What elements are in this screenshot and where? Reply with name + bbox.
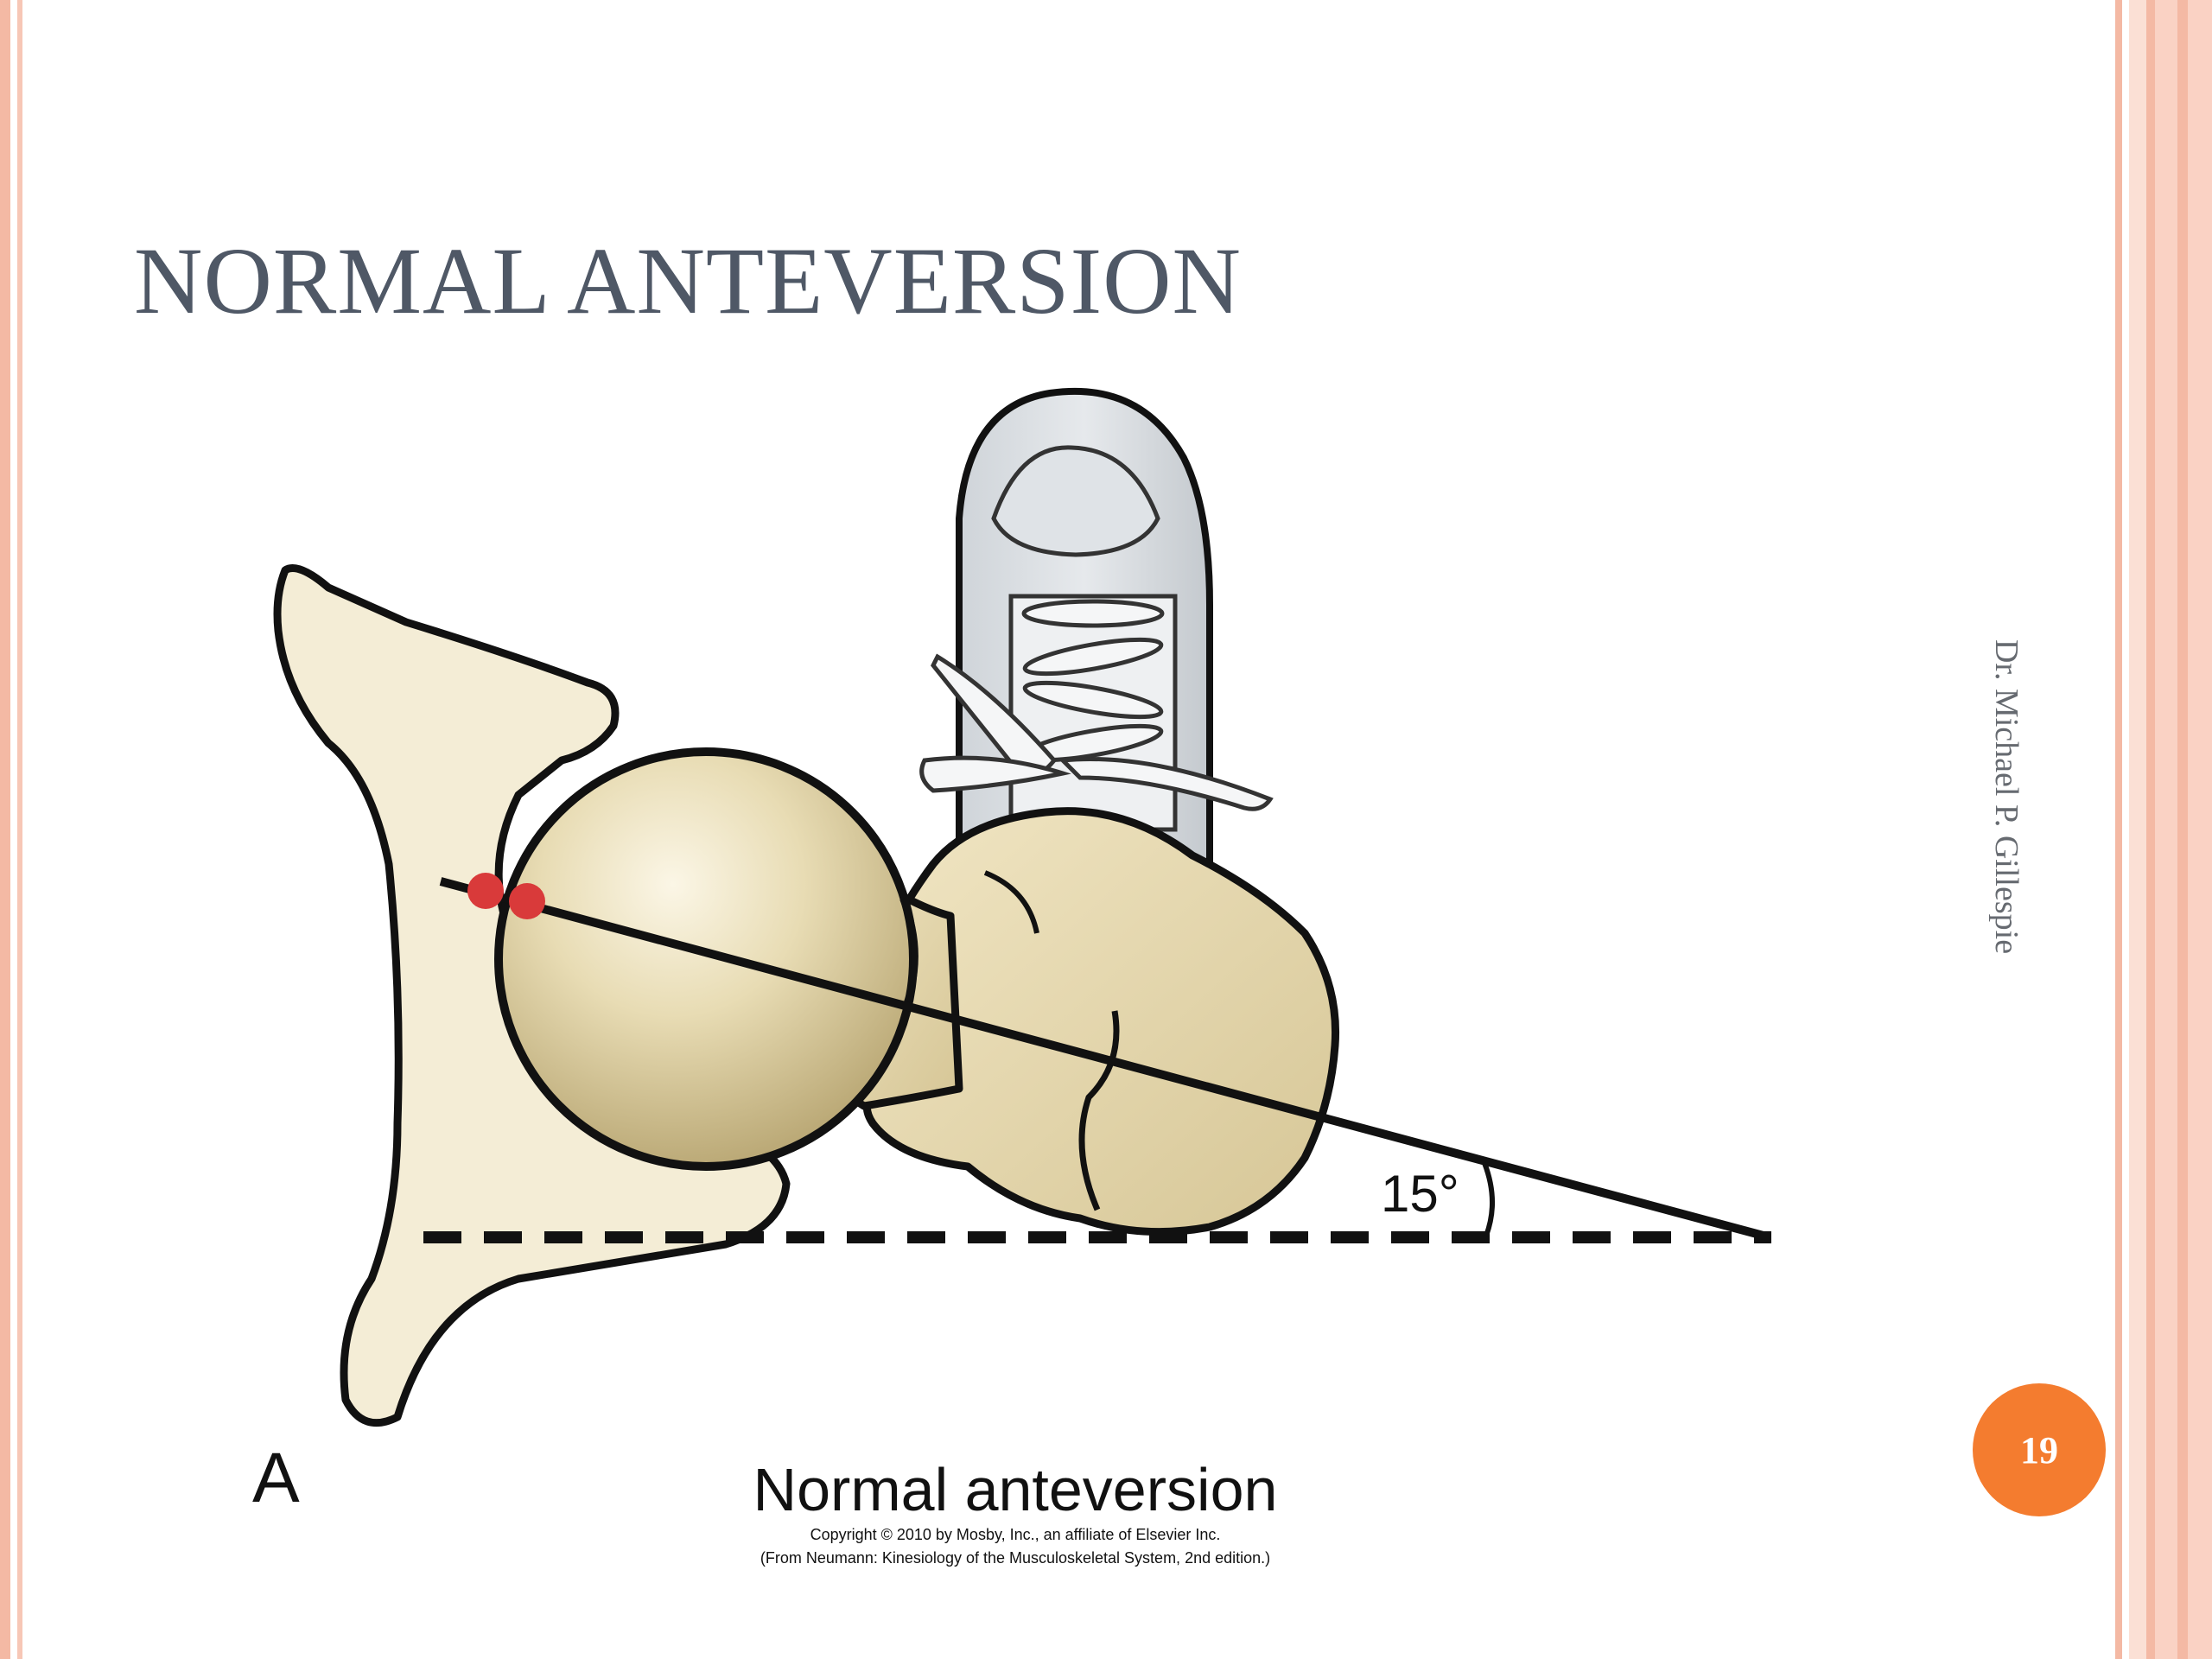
femur-groove (1078, 1010, 1120, 1211)
copyright-line-1: Copyright © 2010 by Mosby, Inc., an affi… (810, 1526, 1221, 1543)
shoe-toe-cap (991, 445, 1160, 557)
panel-label: A (252, 1439, 300, 1517)
right-border-stripe (2177, 0, 2188, 1659)
shoe-laces (919, 599, 1274, 811)
slide-title: NORMAL ANTEVERSION (134, 228, 1242, 334)
marker-dot (467, 873, 504, 909)
right-border-stripe (2146, 0, 2155, 1659)
head-shadow (899, 897, 918, 1004)
left-border-inner (17, 0, 22, 1659)
copyright-line-2: (From Neumann: Kinesiology of the Muscul… (760, 1549, 1270, 1567)
neck-axis-line (439, 877, 1771, 1242)
page-number: 19 (2020, 1428, 2058, 1471)
author-credit: Dr. Michael P. Gillespie (1988, 639, 2024, 955)
page-number-badge: 19 (1973, 1383, 2106, 1516)
left-border (0, 0, 10, 1659)
right-border-stripe (2115, 0, 2122, 1659)
angle-arc (1482, 1161, 1495, 1237)
right-border-stripe (2129, 0, 2146, 1659)
femur-groove (983, 870, 1039, 934)
figure-caption: Normal anteversion (753, 1456, 1278, 1523)
femoral-head (494, 747, 918, 1171)
marker-dot (509, 883, 545, 919)
angle-label: 15° (1381, 1165, 1459, 1223)
